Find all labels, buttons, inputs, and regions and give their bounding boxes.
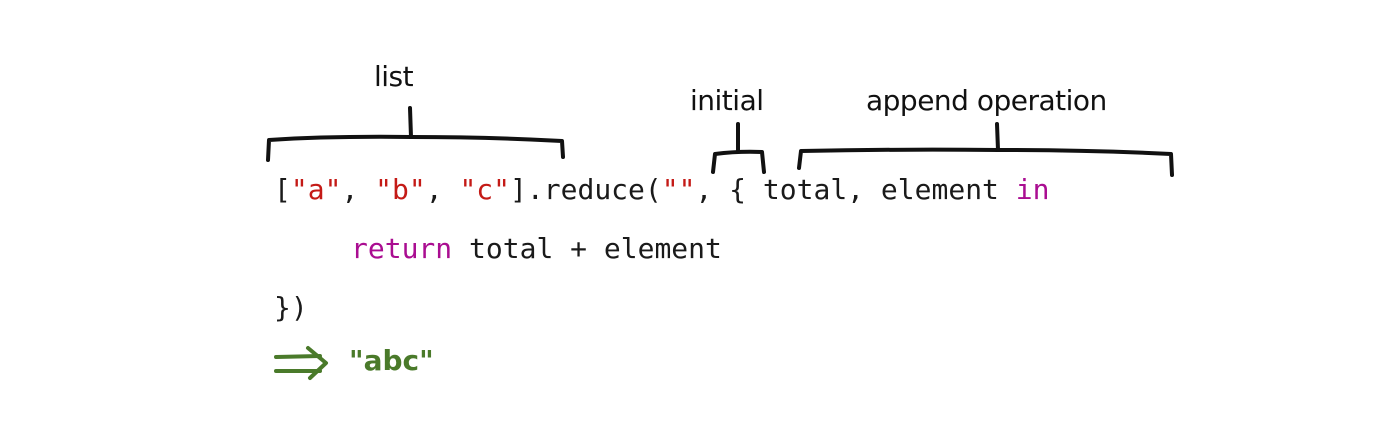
string-c: "c"	[459, 173, 511, 206]
code-line-3: })	[274, 294, 308, 322]
code-line-2: return total + element	[351, 235, 722, 263]
result-value: "abc"	[349, 344, 434, 377]
initial-bracket	[711, 149, 766, 174]
closure-params: , { total, element	[695, 173, 1016, 206]
list-bracket-stem	[408, 106, 413, 139]
list-bracket	[266, 134, 565, 162]
append-operation-label: append operation	[866, 84, 1107, 117]
code-line-1: ["a", "b", "c"].reduce("", { total, elem…	[274, 176, 1049, 204]
comma: ,	[341, 173, 376, 206]
list-label: list	[374, 60, 414, 93]
open-bracket: [	[274, 173, 291, 206]
string-a: "a"	[290, 173, 342, 206]
append-bracket-stem	[995, 122, 1000, 152]
empty-string: ""	[661, 173, 696, 206]
reduce-call: ].reduce(	[510, 173, 662, 206]
string-b: "b"	[375, 173, 426, 206]
result-arrow-icon	[274, 346, 328, 380]
append-bracket	[797, 147, 1174, 177]
initial-label: initial	[690, 84, 764, 117]
keyword-in: in	[1015, 173, 1050, 206]
keyword-return: return	[351, 232, 453, 265]
closing-brace: })	[274, 291, 308, 324]
comma: ,	[425, 173, 460, 206]
return-expression: total + element	[452, 232, 722, 265]
